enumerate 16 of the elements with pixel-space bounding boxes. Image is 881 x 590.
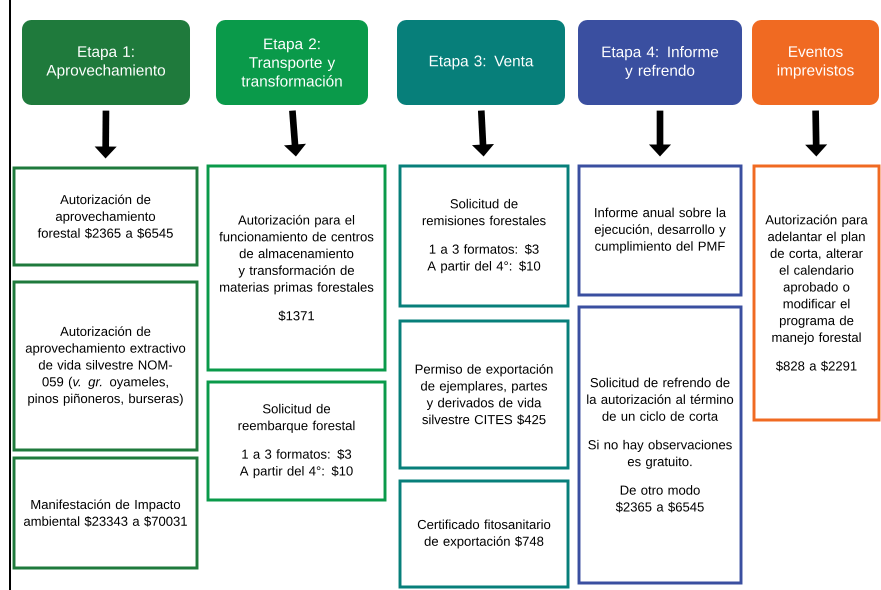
procedure-box: Manifestación de Impacto ambiental $23343 a $70031 (12, 456, 198, 570)
stage-header: Etapa 4: Informe y refrendo (578, 20, 742, 105)
procedure-box: Solicitud de refrendo de la autorización al término de un ciclo de corta Si no hay observaciones es gratuito. De otro modo $2365 a $6545 (578, 306, 742, 584)
procedure-box: Autorización para adelantar el plan de corta, alterar el calendario aprobado o modificar el programa de manejo forestal $828 a $2291 (752, 164, 880, 422)
procedure-box: Permiso de exportación de ejemplares, partes y derivados de vida silvestre CITES $425 (398, 320, 570, 470)
procedure-box: Solicitud de reembarque forestal 1 a 3 formatos: $3 A partir del 4°: $10 (206, 380, 386, 502)
stage-header: Eventos imprevistos (752, 20, 879, 105)
procedure-box: Autorización para el funcionamiento de centros de almacenamiento y transformación de materias primas forestales $1371 (206, 164, 386, 372)
stage-header: Etapa 3: Venta (397, 20, 565, 105)
procedure-box: Autorización de aprovechamiento extractivo de vida silvestre NOM-059 (v. gr. oyameles, pinos piñoneros, burseras) (12, 280, 198, 452)
procedure-box: Autorización de aprovechamiento forestal $2365 a $6545 (12, 166, 198, 266)
procedure-box: Solicitud de remisiones forestales 1 a 3 formatos: $3 A partir del 4°: $10 (398, 164, 570, 308)
procedure-box: Certificado fitosanitario de exportación $748 (398, 480, 570, 588)
stage-header: Etapa 1: Aprovechamiento (22, 20, 190, 105)
stage-header: Etapa 2: Transporte y transformación (216, 20, 368, 105)
procedure-box: Informe anual sobre la ejecución, desarrollo y cumplimiento del PMF (578, 164, 742, 296)
